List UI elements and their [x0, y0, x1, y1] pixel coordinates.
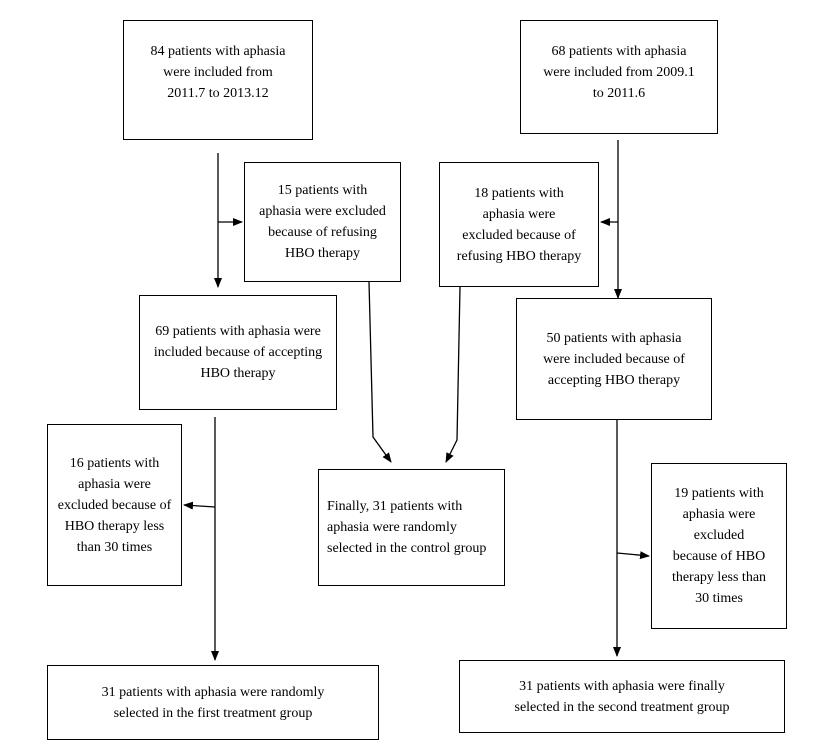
arrow-to-excluded-16 [183, 501, 216, 510]
box-excluded-16: 16 patients with aphasia were excluded b… [47, 424, 182, 586]
box-text: 68 patients with aphasia were included f… [543, 44, 695, 101]
box-included-84: 84 patients with aphasia were included f… [123, 20, 313, 140]
box-text: 16 patients with aphasia were excluded b… [57, 455, 172, 555]
box-text: 15 patients with aphasia were excluded b… [259, 183, 386, 261]
box-text: 19 patients with aphasia were excluded b… [671, 486, 767, 606]
box-first-treatment-group: 31 patients with aphasia were randomly s… [47, 665, 379, 740]
arrow-b3-to-control [368, 281, 392, 463]
arrow-to-excluded-19 [616, 551, 650, 560]
box-text: 31 patients with aphasia were randomly s… [101, 684, 325, 721]
box-text: 69 patients with aphasia were included b… [153, 324, 323, 381]
box-included-68: 68 patients with aphasia were included f… [520, 20, 718, 134]
arrow-b4-to-control [445, 286, 461, 463]
box-text: 31 patients with aphasia were finally se… [514, 678, 730, 715]
box-control-group: Finally, 31 patients with aphasia were r… [318, 469, 505, 586]
box-included-69: 69 patients with aphasia were included b… [139, 295, 337, 410]
box-text: Finally, 31 patients with aphasia were r… [327, 499, 487, 556]
box-excluded-15: 15 patients with aphasia were excluded b… [244, 162, 401, 282]
box-excluded-19: 19 patients with aphasia were excluded b… [651, 463, 787, 629]
box-second-treatment-group: 31 patients with aphasia were finally se… [459, 660, 785, 733]
box-text: 18 patients with aphasia were excluded b… [456, 185, 582, 264]
box-text: 84 patients with aphasia were included f… [150, 44, 286, 101]
box-excluded-18: 18 patients with aphasia were excluded b… [439, 162, 599, 287]
box-included-50: 50 patients with aphasia were included b… [516, 298, 712, 420]
box-text: 50 patients with aphasia were included b… [543, 330, 685, 388]
